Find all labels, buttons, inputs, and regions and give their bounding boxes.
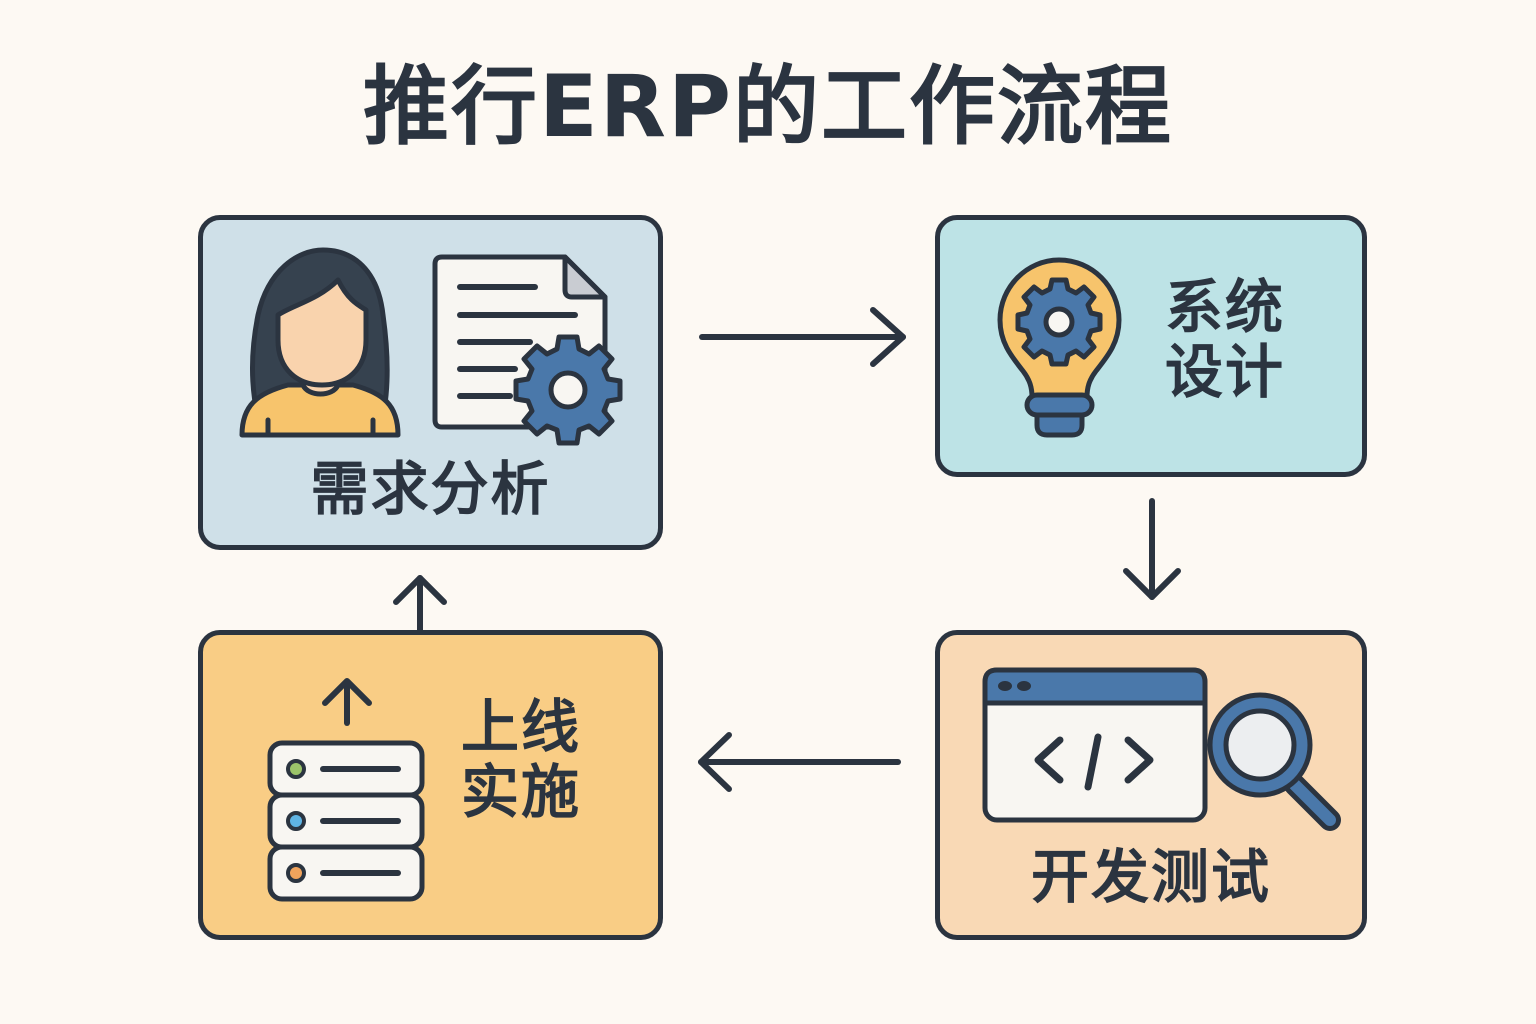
document-gear-icon xyxy=(432,254,623,446)
arrow-right-icon xyxy=(699,307,906,367)
step-card-requirements: 需求分析 xyxy=(198,215,663,550)
step-label-design-line2: 设计 xyxy=(1165,337,1286,406)
arrow-up-icon xyxy=(393,575,447,637)
diagram-title: 推行ERP的工作流程 xyxy=(363,57,1173,157)
code-window-icon xyxy=(982,667,1208,823)
step-label-deployment-line2: 实施 xyxy=(461,757,582,826)
step-label-deployment: 上线 实施 xyxy=(461,695,621,825)
arrow-left-icon xyxy=(698,732,901,792)
step-label-design-line1: 系统 xyxy=(1165,273,1286,341)
server-upload-icon xyxy=(267,678,425,902)
step-card-design: 系统 设计 xyxy=(935,215,1367,477)
magnifier-icon xyxy=(1207,692,1341,831)
step-card-development: 开发测试 xyxy=(935,630,1367,940)
person-icon xyxy=(239,247,401,438)
step-label-development: 开发测试 xyxy=(1030,843,1271,911)
arrow-down-icon xyxy=(1123,498,1181,600)
step-card-deployment: 上线 实施 xyxy=(198,630,663,940)
lightbulb-gear-icon xyxy=(997,257,1122,438)
step-label-deployment-line1: 上线 xyxy=(461,693,582,761)
step-label-design: 系统 设计 xyxy=(1165,275,1325,405)
step-label-requirements: 需求分析 xyxy=(310,455,551,523)
